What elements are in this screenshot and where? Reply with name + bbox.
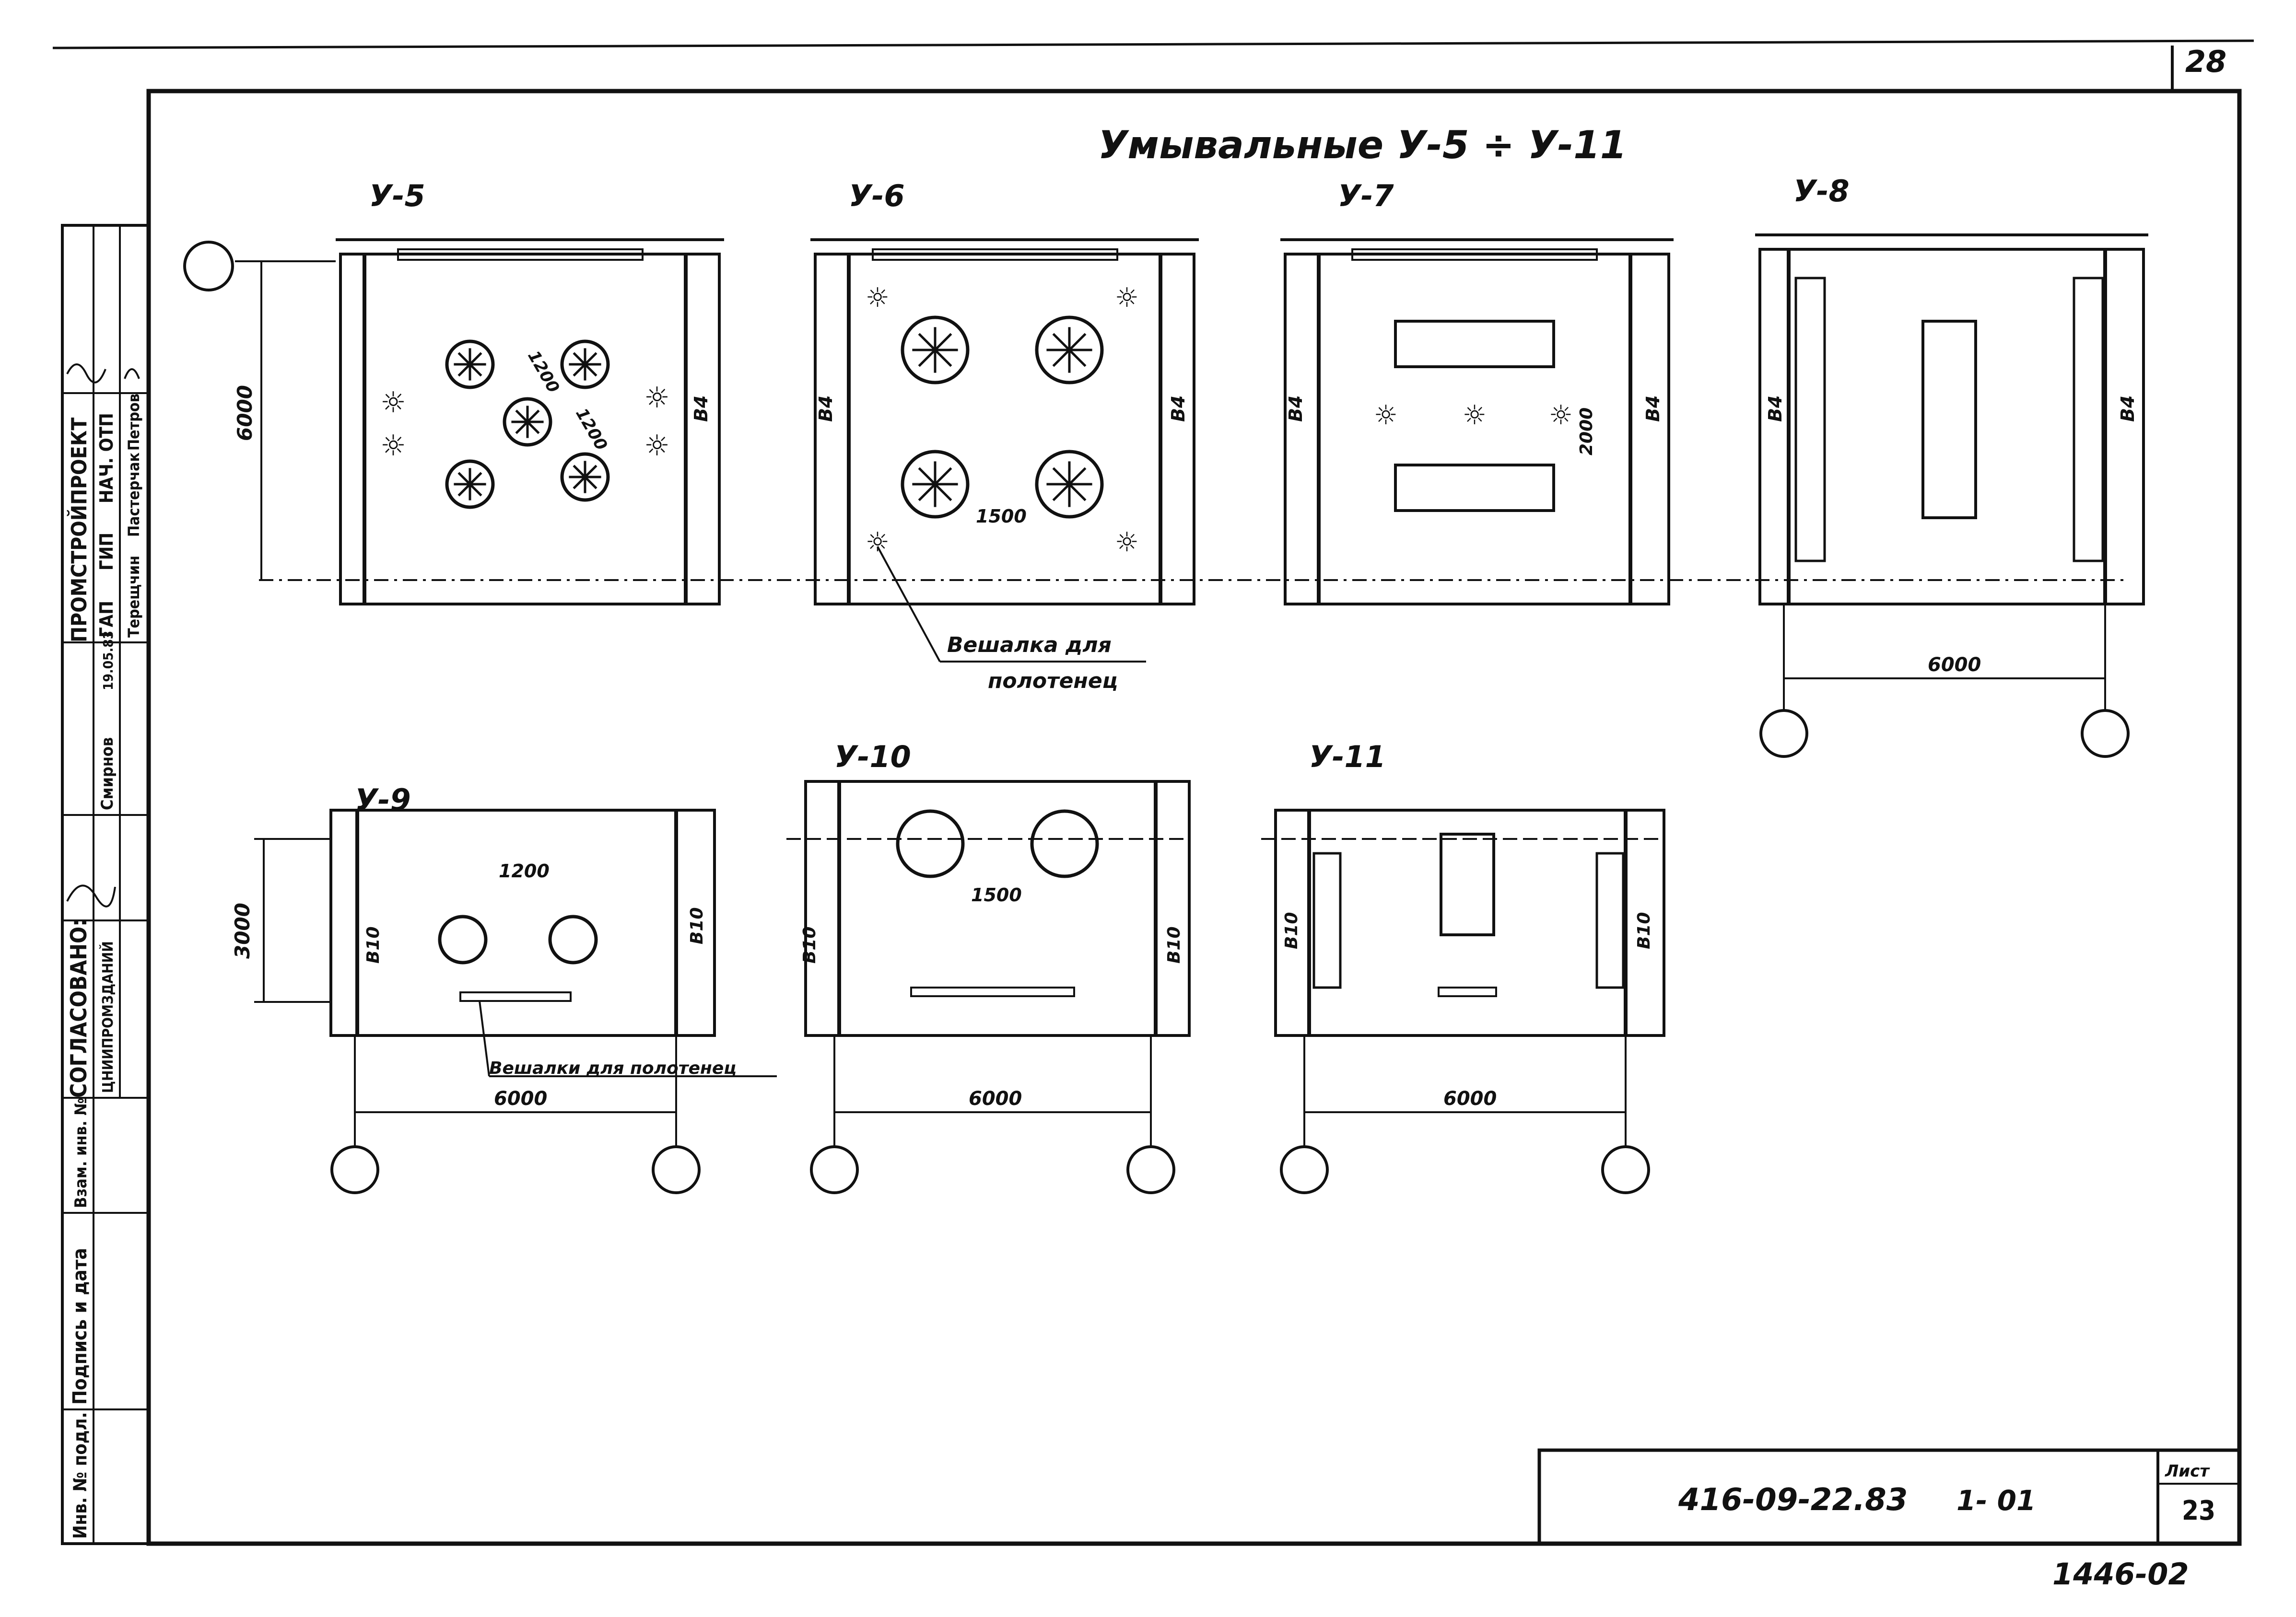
svg-text:☼: ☼	[644, 381, 670, 415]
stamp-name-2: Пастерчак	[125, 452, 143, 537]
fixture-spoke	[515, 409, 540, 434]
room-u11-label: У-11	[1309, 739, 1386, 774]
sheet-number: 23	[2182, 1495, 2215, 1526]
fixtures: ☼ ☼ ☼	[1374, 320, 1573, 512]
svg-text:☼: ☼	[1549, 400, 1573, 431]
stamp-role-otp: НАЧ. ОТП	[96, 413, 117, 503]
axis-bubble	[183, 241, 234, 291]
u9-note: Вешалки для полотенец	[489, 1059, 737, 1078]
u5-height-dim: 6000	[233, 385, 257, 441]
stamp-agreed-date: 19.05.83	[100, 631, 116, 690]
room-u10: У-10 В10 В10 1500 6000	[786, 739, 1191, 1194]
sheet-title: Умывальные У-5 ÷ У-11	[1098, 123, 1627, 167]
sheet-label: Лист	[2165, 1462, 2210, 1481]
u11-wall-mark-left: В10	[1282, 912, 1301, 949]
u9-wall-mark-right: В10	[687, 907, 707, 944]
room-u5: У-5 6000 В4 1200 1200 ☼ ☼ ☼ ☼	[183, 178, 2129, 605]
room-u6-label: У-6	[849, 178, 905, 213]
title-block: 416-09-22.83 1- 01 Лист 23	[1537, 1448, 2241, 1546]
top-trim-line	[52, 39, 2254, 49]
u11-wall-mark-right: В10	[1634, 912, 1654, 949]
fixture-spoke	[1052, 467, 1087, 501]
u10-width-dim: 6000	[969, 1088, 1022, 1110]
u8-wall-mark-right: В4	[2117, 396, 2138, 422]
svg-text:☼: ☼	[1463, 400, 1487, 431]
u10-wall-mark-left: В10	[800, 926, 820, 964]
u9-gap-dim: 1200	[499, 861, 550, 882]
u6-gap-dim: 1500	[976, 506, 1027, 527]
room-u5-label: У-5	[369, 178, 425, 213]
svg-text:☼: ☼	[866, 527, 890, 558]
room-u7-label: У-7	[1338, 178, 1394, 213]
room-u9: У-9 3000 В10 В10 1200 Вешалки для полоте…	[231, 782, 777, 1194]
u5-diag-2: 1200	[572, 405, 611, 454]
room-u7: У-7 В4 В4 2000 ☼ ☼ ☼	[1280, 178, 1674, 605]
fixture-spoke	[457, 352, 482, 377]
doc-code: 416-09-22.83	[1678, 1482, 1908, 1518]
u10-wall-mark-right: В10	[1164, 926, 1184, 964]
stamp-agreed-org: ЦНИИПРОМЗДАНИЙ	[99, 941, 117, 1093]
svg-text:☼: ☼	[866, 282, 890, 314]
u7-gap-dim: 2000	[1577, 407, 1596, 455]
u6-note-line2: полотенец	[988, 669, 1118, 693]
stamp-inv-orig: Инв. № подл.	[70, 1412, 91, 1539]
fixture-spoke	[918, 333, 952, 367]
svg-text:☼: ☼	[1374, 400, 1398, 431]
stamp-role-gip: ГИП	[96, 533, 117, 570]
fixtures: ☼ ☼ ☼ ☼	[866, 282, 1139, 558]
u6-wall-mark-left: В4	[815, 396, 836, 422]
u6-wall-mark-right: В4	[1168, 396, 1189, 422]
svg-text:☼: ☼	[644, 429, 670, 463]
stamp-name-1: Терещчин	[125, 556, 143, 638]
fixture-spoke	[918, 467, 952, 501]
stamp-inv-replace: Взам. инв. №	[71, 1098, 91, 1208]
room-u10-label: У-10	[834, 739, 911, 774]
album-number: 1- 01	[1956, 1484, 2036, 1517]
signature-1	[66, 363, 106, 384]
fixture-spoke	[457, 472, 482, 497]
stamp-agreed: СОГЛАСОВАНО:	[66, 919, 92, 1098]
u8-width-dim: 6000	[1928, 654, 1981, 676]
svg-text:☼: ☼	[1115, 282, 1139, 314]
room-u11: У-11 В10 В10 6000	[1261, 739, 1665, 1194]
room-u6: У-6 В4 В4 1500 ☼ ☼ ☼ ☼ Вешалка для полот…	[810, 178, 1199, 693]
fixtures: ☼ ☼ ☼ ☼	[380, 339, 670, 509]
stamp-name-3: Петров	[125, 394, 143, 451]
page-number: 28	[2185, 44, 2226, 79]
u9-wall-mark-left: В10	[363, 926, 383, 964]
u5-wall-mark: В4	[691, 396, 712, 422]
u6-note-line1: Вешалка для	[947, 633, 1112, 657]
svg-text:☼: ☼	[1115, 527, 1139, 558]
side-stamp: ПРОМСТРОЙПРОЕКТ ГАП ГИП НАЧ. ОТП Терещчи…	[61, 224, 150, 1545]
u5-diag-1: 1200	[524, 348, 563, 396]
u9-height-dim: 3000	[231, 903, 254, 959]
bottom-code: 1446-02	[2052, 1557, 2189, 1592]
u10-gap-dim: 1500	[971, 884, 1022, 906]
fixture-spoke	[573, 352, 597, 377]
stamp-agreed-name: Смирнов	[98, 737, 117, 810]
u9-width-dim: 6000	[494, 1088, 547, 1110]
stamp-sign-date: Подпись и дата	[69, 1248, 91, 1405]
u7-wall-mark-left: В4	[1285, 396, 1306, 422]
stamp-role-gap: ГАП	[96, 601, 117, 638]
u7-wall-mark-right: В4	[1642, 396, 1663, 422]
fixture-spoke	[1052, 333, 1087, 367]
room-u8-label: У-8	[1793, 174, 1850, 209]
svg-text:☼: ☼	[380, 429, 406, 463]
signature-3	[66, 884, 116, 907]
room-u9-label: У-9	[355, 782, 411, 817]
u11-width-dim: 6000	[1443, 1088, 1497, 1110]
room-u8: У-8 В4 В4 6000	[1755, 174, 2148, 758]
fixture-spoke	[573, 465, 597, 489]
svg-text:☼: ☼	[380, 386, 406, 419]
stamp-org: ПРОМСТРОЙПРОЕКТ	[66, 418, 92, 642]
u8-wall-mark-left: В4	[1765, 396, 1786, 422]
signature-2	[124, 368, 140, 379]
